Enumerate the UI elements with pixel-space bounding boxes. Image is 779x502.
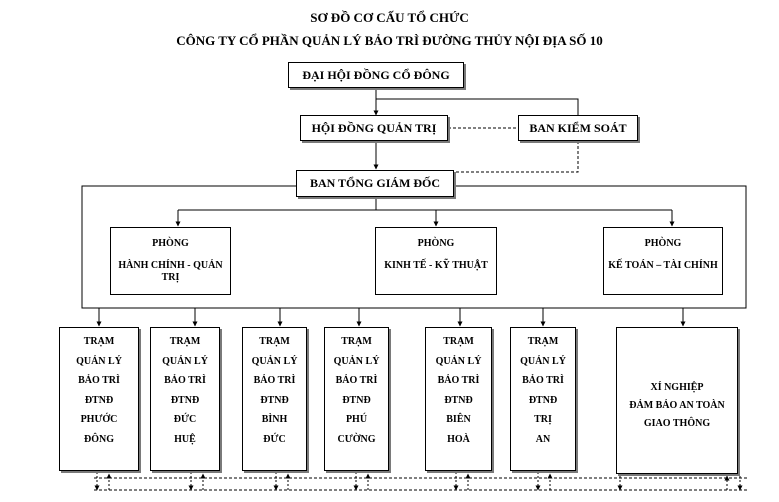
department-admin: PHÒNG HÀNH CHÍNH - QUẢN TRỊ <box>110 227 231 295</box>
station-line: QUẢN LÝ <box>251 355 298 367</box>
station-line: TRẠM <box>443 336 474 347</box>
station-line: BẢO TRÌ <box>164 375 206 386</box>
station-line: ĐỨC <box>173 414 197 425</box>
company-name: CÔNG TY CỔ PHẦN QUẢN LÝ BẢO TRÌ ĐƯỜNG TH… <box>176 33 603 48</box>
supervisory-box: BAN KIỂM SOÁT <box>518 115 638 141</box>
enterprise-line: GIAO THÔNG <box>643 417 711 429</box>
department-label: PHÒNG <box>417 238 455 249</box>
station-line: HUỆ <box>174 433 196 445</box>
department-label: PHÒNG <box>152 238 189 249</box>
station-line: ĐÔNG <box>84 433 114 445</box>
station-line: TRẠM <box>169 336 201 347</box>
station-phu-cuong: TRẠM QUẢN LÝ BẢO TRÌ ĐTNĐ PHÚ CƯỜNG <box>324 327 389 471</box>
department-name: KẾ TOÁN – TÀI CHÍNH <box>608 259 718 271</box>
station-line: TRẠM <box>259 336 290 347</box>
station-line: PHÚ <box>345 414 368 425</box>
station-duc-hue: TRẠM QUẢN LÝ BẢO TRÌ ĐTNĐ ĐỨC HUỆ <box>150 327 220 471</box>
enterprise-traffic-safety: XÍ NGHIỆP ĐẢM BẢO AN TOÀN GIAO THÔNG <box>616 327 738 474</box>
station-line: ĐTNĐ <box>528 394 558 406</box>
enterprise-line: XÍ NGHIỆP <box>650 381 704 393</box>
station-line: ĐỨC <box>263 433 286 445</box>
station-line: ĐTNĐ <box>444 394 473 406</box>
station-line: BÌNH <box>261 414 288 425</box>
station-line: ĐTNĐ <box>260 394 289 406</box>
department-label: PHÒNG <box>644 238 682 249</box>
station-line: ĐTNĐ <box>84 394 114 406</box>
station-line: BẢO TRÌ <box>78 375 120 386</box>
station-line: ĐTNĐ <box>170 394 200 406</box>
ceo-box: BAN TỔNG GIÁM ĐỐC <box>296 170 454 197</box>
station-line: TRẠM <box>83 336 115 347</box>
station-tri-an: TRẠM QUẢN LÝ BẢO TRÌ ĐTNĐ TRỊ AN <box>510 327 576 471</box>
chart-title: SƠ ĐỒ CƠ CẤU TỔ CHỨC <box>310 10 469 25</box>
shareholders-box: ĐẠI HỘI ĐỒNG CỔ ĐÔNG <box>288 62 464 88</box>
station-line: TRẠM <box>527 336 559 347</box>
board-box: HỘI ĐỒNG QUẢN TRỊ <box>300 115 448 141</box>
station-bien-hoa: TRẠM QUẢN LÝ BẢO TRÌ ĐTNĐ BIÊN HOÀ <box>425 327 492 471</box>
department-finance: PHÒNG KẾ TOÁN – TÀI CHÍNH <box>603 227 723 295</box>
department-economics: PHÒNG KINH TẾ - KỸ THUẬT <box>375 227 497 295</box>
department-name: HÀNH CHÍNH - QUẢN TRỊ <box>118 259 223 284</box>
station-line: BẢO TRÌ <box>253 375 296 386</box>
enterprise-line: ĐẢM BẢO AN TOÀN <box>629 399 725 411</box>
station-binh-duc: TRẠM QUẢN LÝ BẢO TRÌ ĐTNĐ BÌNH ĐỨC <box>242 327 307 471</box>
department-name: KINH TẾ - KỸ THUẬT <box>384 259 488 271</box>
station-line: TRẠM <box>341 336 372 347</box>
station-line: QUẢN LÝ <box>520 355 566 367</box>
station-line: QUẢN LÝ <box>76 355 122 367</box>
station-line: TRỊ <box>534 414 552 425</box>
station-line: BẢO TRÌ <box>522 375 564 386</box>
station-line: ĐTNĐ <box>342 394 371 406</box>
station-line: PHƯỚC <box>80 414 118 425</box>
station-phuoc-dong: TRẠM QUẢN LÝ BẢO TRÌ ĐTNĐ PHƯỚC ĐÔNG <box>59 327 139 471</box>
station-line: BẢO TRÌ <box>437 375 480 386</box>
station-line: CƯỜNG <box>337 433 376 445</box>
station-line: AN <box>535 433 551 445</box>
station-line: QUẢN LÝ <box>162 355 208 367</box>
station-line: QUẢN LÝ <box>435 355 482 367</box>
station-line: HOÀ <box>447 433 470 445</box>
station-line: QUẢN LÝ <box>333 355 380 367</box>
station-line: BẢO TRÌ <box>335 375 378 386</box>
station-line: BIÊN <box>446 414 471 425</box>
